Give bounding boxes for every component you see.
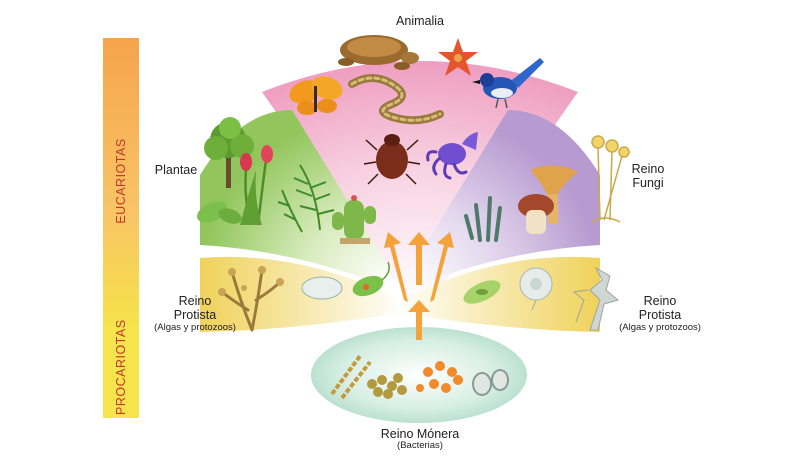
bolete-icon <box>518 194 554 234</box>
protista-left-line1: Reino <box>178 294 212 308</box>
seaweed-bladders <box>218 266 284 296</box>
paramecium-icon <box>463 280 501 304</box>
spirilla-icon <box>416 361 463 393</box>
monera-region <box>311 327 527 423</box>
protista-right-note: (Algas y protozoos) <box>619 321 701 333</box>
pin-mold-icon <box>591 135 630 223</box>
plantae-illustrations <box>197 117 376 244</box>
eucariotas-label: EUCARIOTAS <box>114 138 128 224</box>
protista-left-label: Reino Protista (Algas y protozoos) <box>140 294 250 334</box>
turtle-icon <box>338 35 419 70</box>
arrow-center-top <box>408 232 430 285</box>
evolution-arrows <box>384 232 454 340</box>
procariotas-segment <box>103 326 139 418</box>
bacilli-chain-icon <box>330 354 372 400</box>
cactus-icon <box>332 195 376 244</box>
leaves-icon <box>197 201 242 224</box>
protista-left-illustrations <box>218 261 390 332</box>
eucariotas-segment <box>103 38 139 326</box>
protista-left-region <box>200 256 405 332</box>
tulip-icon <box>240 145 273 226</box>
fern-icon <box>277 164 335 233</box>
animalia-label: Animalia <box>396 14 444 28</box>
cocci-cluster-icon <box>367 373 407 399</box>
protista-right-label: Reino Protista (Algas y protozoos) <box>608 294 712 334</box>
kelp-icon <box>572 266 620 331</box>
fungi-illustrations <box>464 135 630 242</box>
radiolarian-icon <box>519 267 553 311</box>
plantae-label: Plantae <box>154 163 198 177</box>
snake-icon <box>348 74 444 125</box>
euglena-icon <box>352 261 390 297</box>
fungi-label: Reino Fungi <box>620 162 676 191</box>
arrow-right <box>430 232 454 302</box>
animalia-illustrations <box>289 35 544 185</box>
monera-label-line1: Reino Mónera <box>380 427 460 441</box>
animalia-region <box>262 61 578 300</box>
classification-bar <box>103 38 139 418</box>
mold-icon <box>464 196 502 242</box>
arrow-center-bottom <box>408 300 430 340</box>
protista-left-line2: Protista <box>173 308 217 323</box>
protista-right-line2: Protista <box>638 308 682 323</box>
monera-label: Reino Mónera (Bacterias) <box>362 427 478 452</box>
fungi-region <box>410 110 600 284</box>
amoeba-icon <box>301 276 343 300</box>
arrow-left <box>384 232 408 302</box>
fungi-label-line2: Fungi <box>632 176 664 191</box>
bug-icon <box>363 134 421 185</box>
protista-right-line1: Reino <box>643 294 677 308</box>
protista-left-note: (Algas y protozoos) <box>154 321 236 333</box>
bird-icon <box>472 58 544 109</box>
procariotas-label: PROCARIOTAS <box>114 319 128 415</box>
butterfly-icon <box>289 76 343 115</box>
coccus-ring-icon <box>472 369 509 396</box>
fungi-label-line1: Reino <box>631 162 665 176</box>
tree-icon <box>204 117 254 188</box>
squid-icon <box>426 132 478 180</box>
protista-right-illustrations <box>463 266 620 331</box>
monera-illustrations <box>330 354 509 400</box>
monera-note: (Bacterias) <box>397 440 443 452</box>
